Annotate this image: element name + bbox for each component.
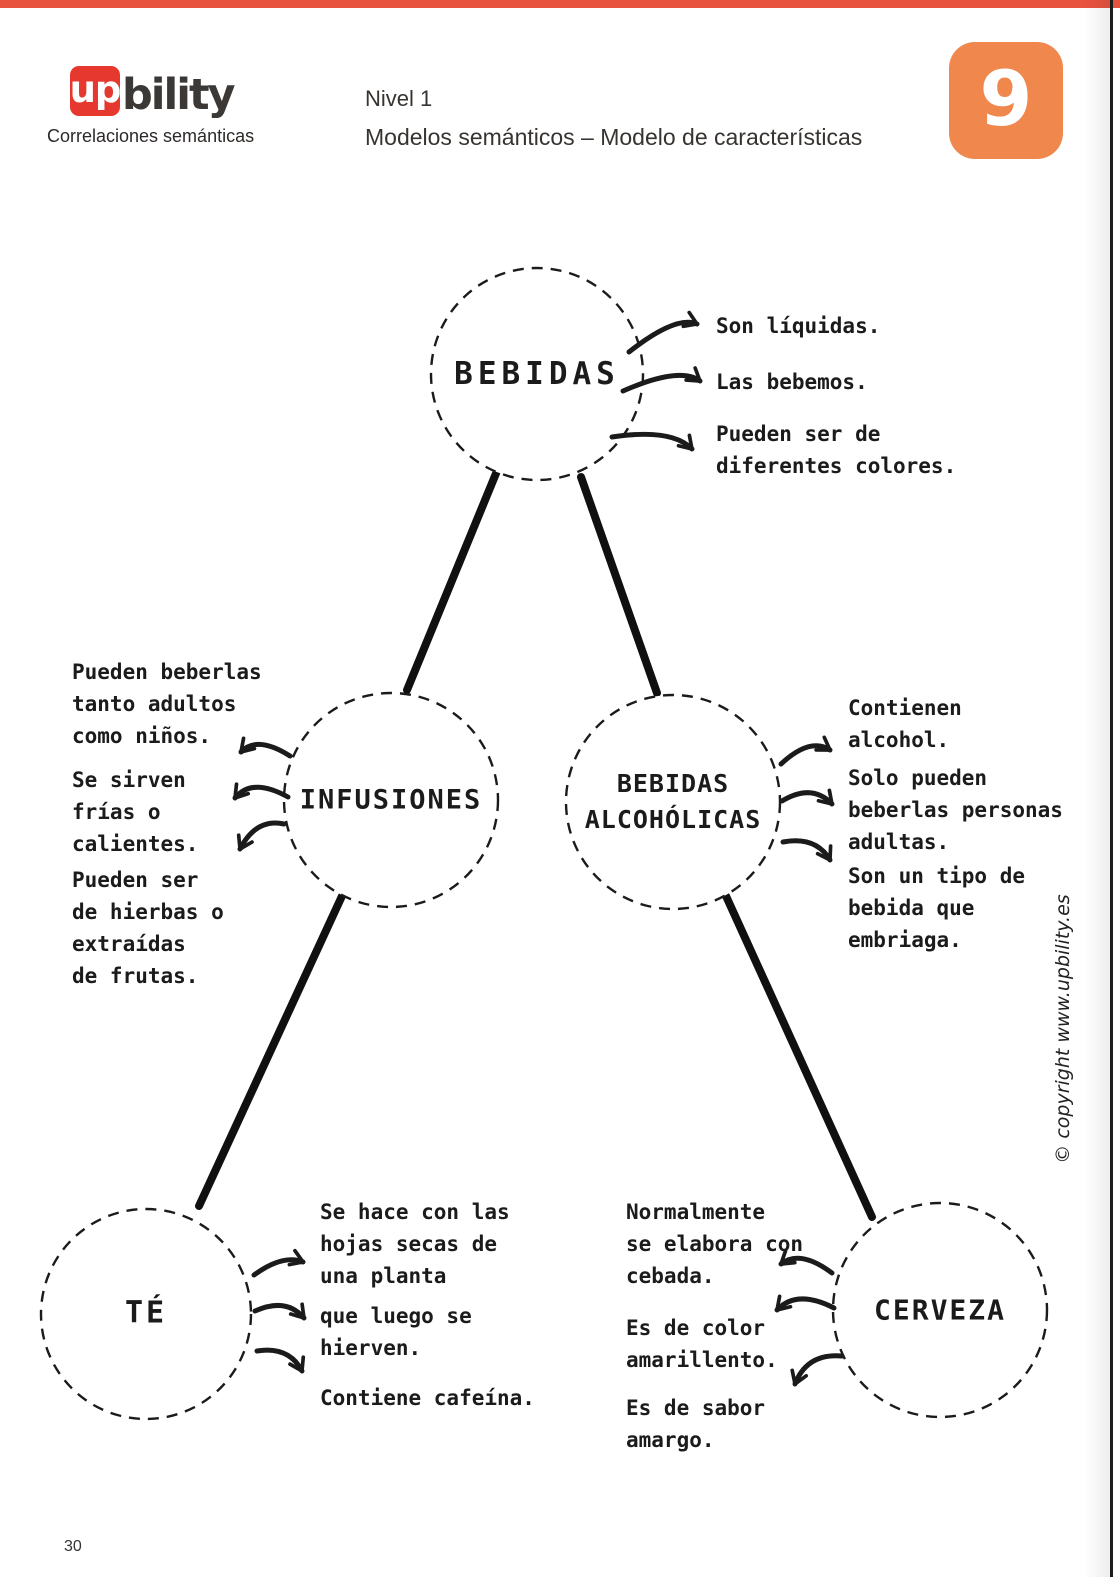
level-label: Nivel 1 <box>365 86 433 111</box>
node-bebidas-alcoholicas: BEBIDAS ALCOHÓLICAS <box>584 769 762 834</box>
feature-bebidas-3: Pueden ser de diferentes colores. <box>716 422 957 478</box>
feature-te-2: que luego se hierven. <box>320 1304 472 1360</box>
logo-subtitle: Correlaciones semánticas <box>47 126 255 146</box>
connector-bebidas-alcoholicas <box>577 473 661 697</box>
connector-bebidas-infusiones <box>403 467 501 694</box>
tree-connectors <box>195 467 876 1221</box>
feature-cerveza-3: Es de sabor amargo. <box>626 1396 766 1452</box>
page-edge-line <box>1110 0 1113 1577</box>
logo-bility-text: bility <box>122 70 236 121</box>
arrow-te-1 <box>251 1248 306 1278</box>
feature-alcoholicas-3: Son un tipo de bebida que embriaga. <box>848 864 1026 952</box>
page-edge-shadow <box>1084 0 1110 1577</box>
arrow-infusiones-3 <box>236 820 287 852</box>
node-te: TÉ <box>124 1295 168 1331</box>
arrow-cerveza-2 <box>774 1294 837 1313</box>
arrow-alcoholicas-2 <box>779 788 835 807</box>
node-cerveza: CERVEZA <box>873 1293 1007 1327</box>
feature-te-1: Se hace con las hojas secas de una plant… <box>320 1200 510 1288</box>
upbility-logo: up bility <box>69 66 236 121</box>
top-accent-bar <box>0 0 1120 8</box>
arrow-te-2 <box>252 1302 307 1321</box>
page-number: 30 <box>64 1538 82 1555</box>
logo-up-text: up <box>69 67 122 111</box>
chapter-number-badge: 9 <box>949 42 1063 159</box>
feature-alcoholicas-2: Solo pueden beberlas personas adultas. <box>848 766 1063 854</box>
page-title: Modelos semánticos – Modelo de caracterí… <box>365 124 863 150</box>
arrow-bebidas-1 <box>626 310 700 355</box>
feature-infusiones-2: Se sirven frías o calientes. <box>72 768 199 856</box>
arrow-te-3 <box>254 1347 306 1374</box>
copyright-text: © copyright www.upbility.es <box>1052 894 1074 1164</box>
feature-bebidas-1: Son líquidas. <box>716 314 881 338</box>
arrow-bebidas-3 <box>609 431 695 452</box>
arrow-bebidas-2 <box>620 366 703 394</box>
node-bebidas: BEBIDAS <box>454 356 620 392</box>
feature-alcoholicas-1: Contienen alcohol. <box>848 696 962 752</box>
feature-cerveza-1: Normalmente se elabora con cebada. <box>626 1200 804 1288</box>
feature-infusiones-1: Pueden beberlas tanto adultos como niños… <box>72 660 262 748</box>
feature-te-3: Contiene cafeína. <box>320 1386 535 1410</box>
chapter-number: 9 <box>979 53 1033 143</box>
arrow-cerveza-3 <box>790 1353 845 1387</box>
arrow-alcoholicas-3 <box>780 838 833 863</box>
feature-infusiones-3: Pueden ser de hierbas o extraídas de fru… <box>72 868 224 988</box>
arrow-infusiones-2 <box>232 782 291 801</box>
badge-number-dot <box>999 79 1013 93</box>
feature-cerveza-2: Es de color amarillento. <box>626 1316 778 1372</box>
node-infusiones: INFUSIONES <box>299 784 483 816</box>
logo-up-box: up <box>69 66 122 116</box>
feature-bebidas-2: Las bebemos. <box>716 370 868 394</box>
arrow-alcoholicas-1 <box>778 735 833 767</box>
